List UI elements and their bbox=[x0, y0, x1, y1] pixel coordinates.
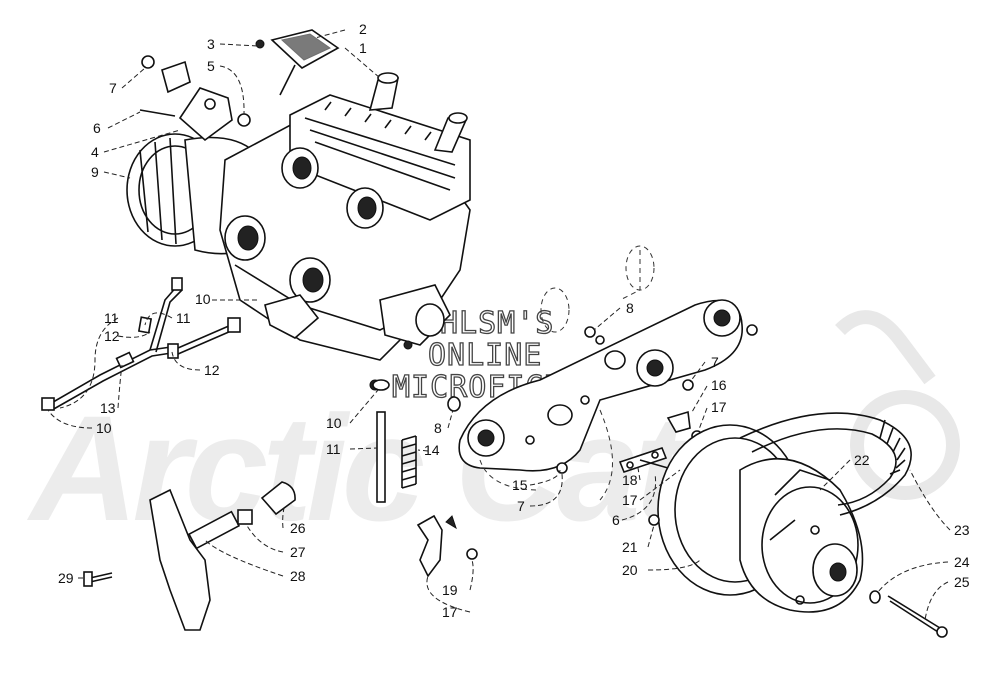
callout-26: 26 bbox=[290, 520, 306, 536]
callout-7c: 7 bbox=[517, 498, 525, 514]
callout-8a: 8 bbox=[626, 300, 634, 316]
callout-2: 2 bbox=[359, 21, 367, 37]
head-fins bbox=[324, 101, 452, 147]
callout-17a: 17 bbox=[711, 399, 727, 415]
callout-10c: 10 bbox=[326, 415, 342, 431]
callout-20: 20 bbox=[622, 562, 638, 578]
callout-23: 23 bbox=[954, 522, 970, 538]
callout-28: 28 bbox=[290, 568, 306, 584]
install-guides bbox=[479, 245, 655, 501]
clutch-bolt bbox=[648, 514, 948, 638]
callout-19: 19 bbox=[442, 582, 458, 598]
watermark-logo-icon bbox=[835, 310, 960, 500]
callout-4: 4 bbox=[91, 144, 99, 160]
callout-6a: 6 bbox=[93, 120, 101, 136]
callout-6b: 6 bbox=[612, 512, 620, 528]
engine-mount-bracket bbox=[139, 55, 251, 142]
callout-7a: 7 bbox=[109, 80, 117, 96]
callout-24: 24 bbox=[954, 554, 970, 570]
callout-18: 18 bbox=[622, 472, 638, 488]
callout-15: 15 bbox=[512, 477, 528, 493]
callout-10a: 10 bbox=[195, 291, 211, 307]
drive-belt bbox=[739, 412, 912, 516]
callout-21: 21 bbox=[622, 539, 638, 555]
callout-11a: 11 bbox=[104, 310, 119, 326]
oil-pump bbox=[264, 294, 320, 339]
watermark-line2: ONLINE bbox=[428, 338, 542, 373]
leader-lines bbox=[47, 29, 951, 621]
callout-29: 29 bbox=[58, 570, 74, 586]
callout-5: 5 bbox=[207, 58, 215, 74]
callout-13: 13 bbox=[100, 400, 116, 416]
watermark-line1: HLSM'S bbox=[440, 306, 554, 341]
drive-clutch bbox=[657, 424, 864, 613]
callout-9: 9 bbox=[91, 164, 99, 180]
engine-assembly bbox=[126, 72, 471, 391]
callout-11c: 11 bbox=[326, 441, 341, 457]
callout-16: 16 bbox=[711, 377, 727, 393]
callout-17b: 17 bbox=[622, 492, 638, 508]
callout-22: 22 bbox=[854, 452, 870, 468]
callout-7b: 7 bbox=[711, 354, 719, 370]
callout-12b: 12 bbox=[204, 362, 220, 378]
spark-plug-caps bbox=[368, 72, 468, 153]
callout-labels: 2 1 3 5 7 6 4 9 10 11 11 12 12 13 10 8 7… bbox=[58, 21, 970, 620]
callout-12a: 12 bbox=[104, 328, 120, 344]
callout-1: 1 bbox=[359, 40, 367, 56]
callout-3: 3 bbox=[207, 36, 215, 52]
callout-8b: 8 bbox=[434, 420, 442, 436]
callout-11b: 11 bbox=[176, 310, 191, 326]
callout-27: 27 bbox=[290, 544, 306, 560]
lower-mount bbox=[83, 481, 296, 631]
callout-14: 14 bbox=[424, 442, 440, 458]
callout-17c: 17 bbox=[442, 604, 458, 620]
callout-10b: 10 bbox=[96, 420, 112, 436]
spring-icon bbox=[401, 435, 417, 489]
speedometer-gauge bbox=[255, 29, 340, 96]
callout-25: 25 bbox=[954, 574, 970, 590]
shaft-and-spring bbox=[372, 379, 417, 503]
intake-ports bbox=[224, 147, 384, 303]
